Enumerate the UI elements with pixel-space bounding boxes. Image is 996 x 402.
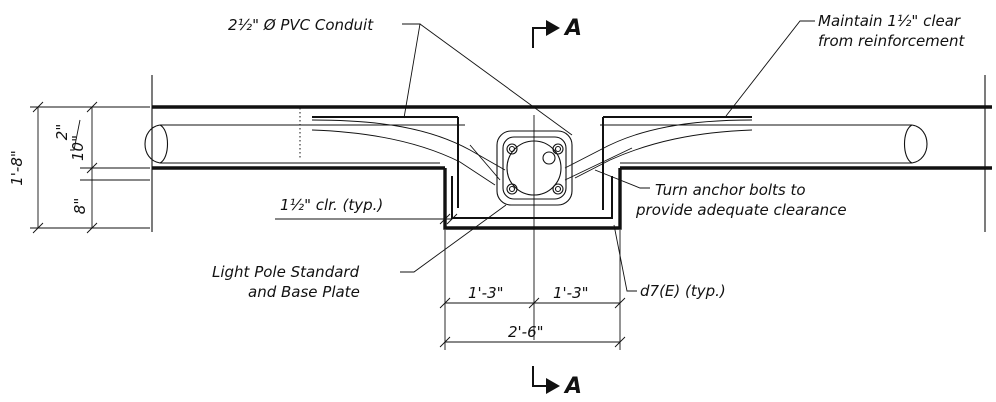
clear-typ-label: 1½" clr. (typ.) <box>280 196 383 214</box>
horizontal-dimensions <box>275 213 626 350</box>
dim-2-label: 2" <box>53 124 71 140</box>
section-marker-top: A <box>532 16 582 48</box>
dim-8-label: 8" <box>71 198 89 214</box>
dim-height-label: 1'-8" <box>8 150 26 186</box>
bar-mark-label: d7(E) (typ.) <box>640 282 726 300</box>
slab-break-band <box>144 124 928 164</box>
base-plate <box>496 115 573 340</box>
dim-total-label: 2'-6" <box>508 323 544 341</box>
turn-anchor-label-2: provide adequate clearance <box>635 201 847 219</box>
pvc-conduit-label: 2½" Ø PVC Conduit <box>228 16 374 34</box>
pvc-conduit <box>311 119 753 186</box>
turn-anchor-label-1: Turn anchor bolts to <box>655 181 806 199</box>
slab-outline <box>151 75 992 232</box>
dim-right-label: 1'-3" <box>553 284 589 302</box>
dim-left-label: 1'-3" <box>468 284 504 302</box>
section-marker-bottom: A <box>532 366 582 399</box>
light-pole-label-2: and Base Plate <box>248 283 360 301</box>
reinforcement-bars <box>312 116 752 219</box>
maintain-clear-label-1: Maintain 1½" clear <box>818 12 961 30</box>
maintain-clear-label-2: from reinforcement <box>818 32 966 50</box>
section-label-bottom: A <box>563 374 582 399</box>
light-pole-label-1: Light Pole Standard <box>212 263 360 281</box>
section-label-top: A <box>563 16 582 41</box>
vertical-dimensions <box>30 101 150 234</box>
dim-10-label: 10" <box>69 135 87 161</box>
leaders <box>400 20 815 292</box>
